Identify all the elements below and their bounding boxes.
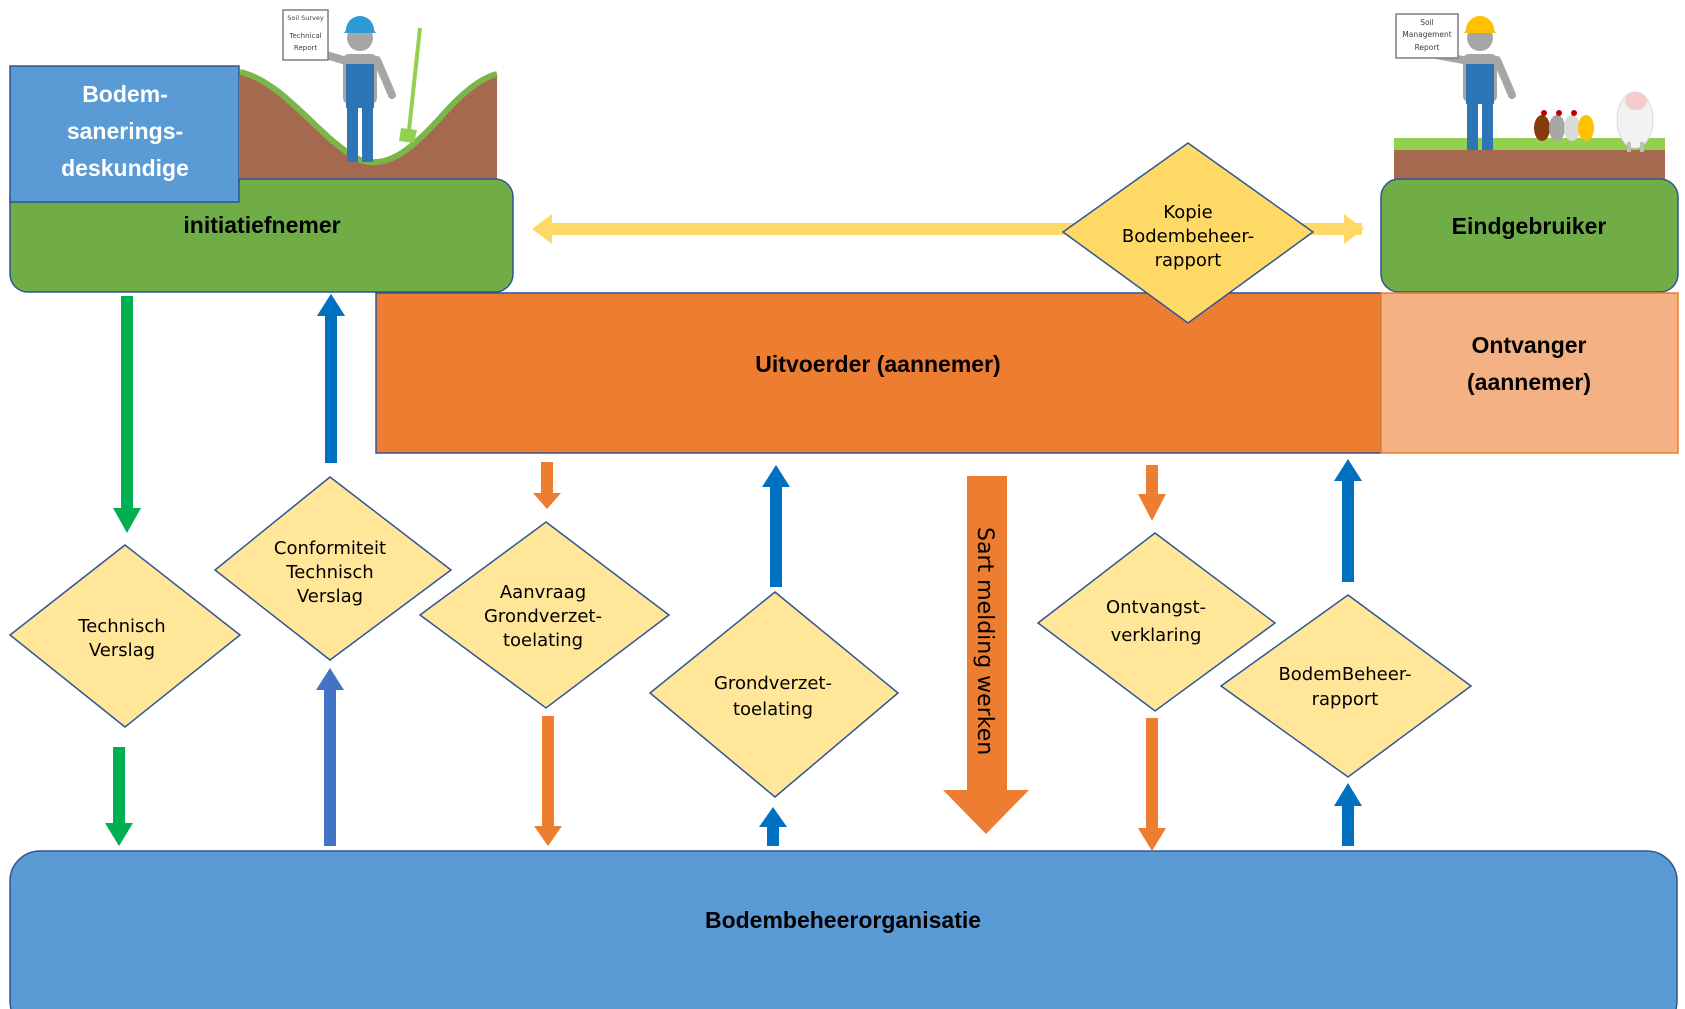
contractor-box xyxy=(375,292,1382,454)
receipt-line-2: verklaring xyxy=(1111,625,1202,646)
arrow-up-blue-2 xyxy=(316,668,344,846)
conformity-line-3: Verslag xyxy=(297,586,363,607)
receipt-diamond: Ontvangst- verklaring xyxy=(1036,532,1277,712)
technical-report-line-2: Verslag xyxy=(89,640,155,661)
arrow-up-blue-3 xyxy=(762,465,790,587)
expert-label-line-1: Bodem- xyxy=(82,81,168,107)
farmer-figure xyxy=(1432,16,1516,150)
contractor-label: Uitvoerder (aannemer) xyxy=(755,351,1000,377)
initiator-label: initiatiefnemer xyxy=(183,212,340,238)
permit-line-1: Grondverzet- xyxy=(714,673,832,694)
arrow-up-blue-4 xyxy=(759,807,787,846)
chickens-icon xyxy=(1534,110,1594,141)
survey-sign-line-2: Technical xyxy=(288,32,321,40)
technical-report-diamond: Technisch Verslag xyxy=(8,544,242,728)
receiver-box xyxy=(1380,292,1679,454)
organisation-label: Bodembeheerorganisatie xyxy=(705,907,981,933)
worker-figure xyxy=(312,16,396,162)
soil-report-line-2: rapport xyxy=(1312,689,1379,710)
receiver-label-line-1: Ontvanger xyxy=(1471,332,1586,358)
start-notice-label: Sart melding werken xyxy=(972,527,997,755)
copy-report-diamond: Kopie Bodembeheer- rapport xyxy=(1061,142,1315,324)
conformity-line-1: Conformiteit xyxy=(274,538,386,559)
sheep-icon xyxy=(1616,91,1654,152)
receipt-line-1: Ontvangst- xyxy=(1106,597,1206,618)
conformity-diamond: Conformiteit Technisch Verslag xyxy=(213,476,453,661)
soil-report-diamond: BodemBeheer- rapport xyxy=(1219,594,1473,778)
management-sign-line-3: Report xyxy=(1415,43,1440,52)
expert-label-line-3: deskundige xyxy=(61,155,189,181)
copy-report-line-2: Bodembeheer- xyxy=(1122,226,1254,247)
organisation-box xyxy=(9,850,1678,1009)
management-sign-line-2: Management xyxy=(1402,30,1451,39)
survey-sign-line-3: Report xyxy=(294,44,317,52)
end-user-label: Eindgebruiker xyxy=(1452,213,1607,239)
arrow-up-blue-6 xyxy=(1334,783,1362,846)
permit-line-2: toelating xyxy=(733,699,813,720)
arrow-up-blue-1 xyxy=(317,294,345,463)
copy-report-line-1: Kopie xyxy=(1163,202,1212,223)
arrow-down-green-1 xyxy=(113,296,141,533)
request-line-3: toelating xyxy=(503,630,583,651)
survey-report-sign xyxy=(282,9,329,61)
request-line-2: Grondverzet- xyxy=(484,606,602,627)
conformity-line-2: Technisch xyxy=(285,562,373,583)
survey-sign-line-1: Soil Survey xyxy=(287,14,324,22)
arrow-down-green-2 xyxy=(105,747,133,846)
expert-box xyxy=(9,65,240,203)
technical-report-line-1: Technisch xyxy=(77,616,165,637)
receiver-label-line-2: (aannemer) xyxy=(1467,369,1591,395)
start-notice-arrow: Sart melding werken xyxy=(943,476,1029,834)
initiator-box xyxy=(9,178,514,293)
arrow-down-orange-3 xyxy=(1138,465,1166,521)
request-line-1: Aanvraag xyxy=(500,582,586,603)
request-diamond: Aanvraag Grondverzet- toelating xyxy=(418,521,671,709)
arrow-down-orange-4 xyxy=(1138,718,1166,851)
arrow-down-orange-1 xyxy=(533,462,561,509)
soil-management-illustration: Soil Management Report xyxy=(1394,13,1665,180)
soil-report-line-1: BodemBeheer- xyxy=(1278,664,1411,685)
management-sign-line-1: Soil xyxy=(1420,18,1434,27)
soil-survey-illustration: Soil Survey Technical Report xyxy=(239,9,498,180)
end-user-box xyxy=(1380,178,1679,293)
permit-diamond: Grondverzet- toelating xyxy=(648,591,900,798)
arrow-down-orange-2 xyxy=(534,716,562,846)
arrow-up-blue-5 xyxy=(1334,459,1362,582)
copy-report-line-3: rapport xyxy=(1155,250,1222,271)
expert-label-line-2: sanerings- xyxy=(67,118,183,144)
management-report-sign xyxy=(1395,13,1459,59)
